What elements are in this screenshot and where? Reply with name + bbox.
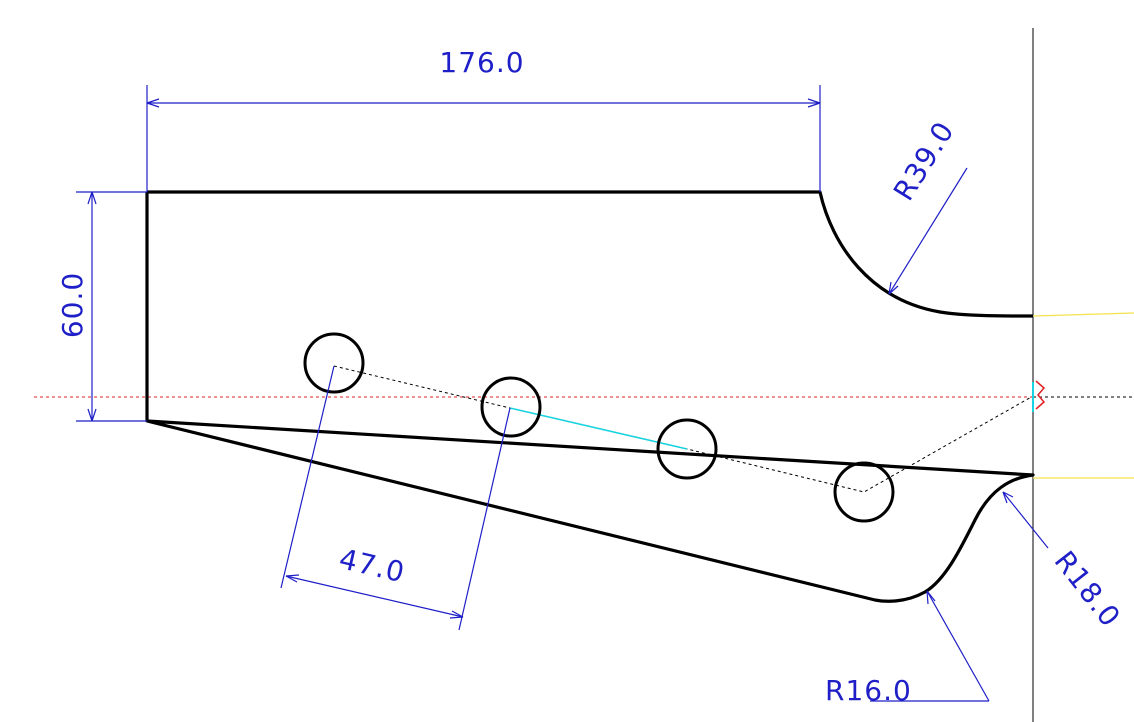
dimension-height-label: 60.0 bbox=[56, 272, 89, 338]
part-outline bbox=[145, 190, 1035, 603]
reference-marker bbox=[1035, 380, 1046, 410]
dimension-overall-length-label: 176.0 bbox=[439, 46, 524, 79]
dimension-radius-bottom-inner bbox=[870, 590, 990, 702]
dimension-hole-spacing bbox=[280, 365, 511, 631]
dimension-height bbox=[76, 191, 147, 422]
guide-line-top bbox=[1032, 312, 1134, 317]
tuner-hole-3 bbox=[656, 418, 718, 480]
dimension-radius-bottom-outer bbox=[1002, 491, 1049, 549]
tuner-hole-2 bbox=[480, 376, 542, 438]
tuner-hole-1 bbox=[303, 332, 365, 394]
dimension-radius-bottom-inner-label: R16.0 bbox=[825, 674, 912, 707]
dimension-radius-top bbox=[888, 167, 968, 295]
dimension-overall-length bbox=[146, 85, 821, 192]
tuner-hole-4 bbox=[833, 461, 895, 523]
